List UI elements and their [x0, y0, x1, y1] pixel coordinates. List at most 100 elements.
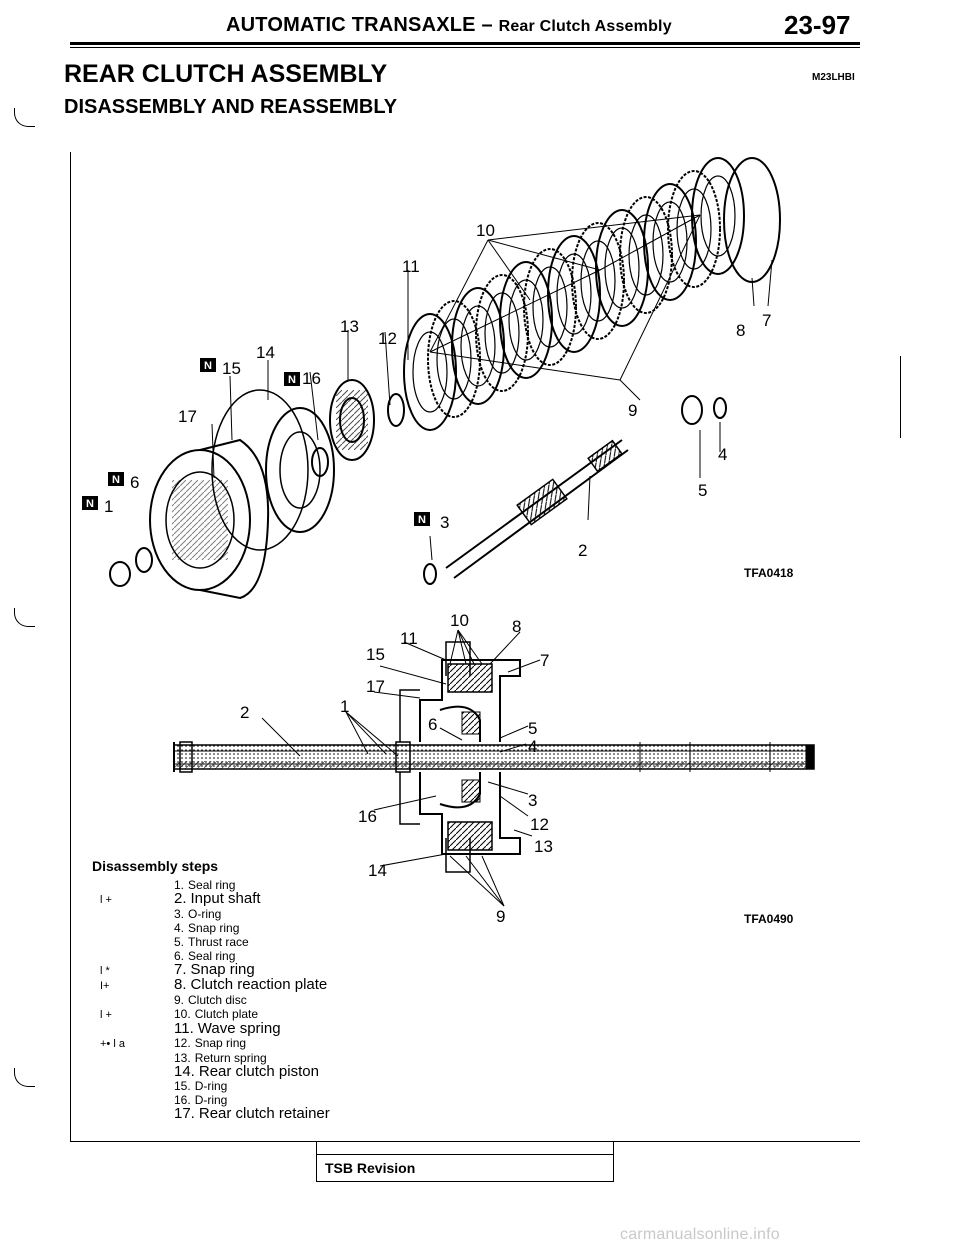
callout-label: 14 — [368, 861, 387, 880]
step-text: Snap ring — [194, 1036, 247, 1050]
page-number: 23-97 — [784, 10, 851, 40]
step-text: Seal ring — [188, 878, 236, 892]
clutch-disc — [547, 235, 601, 353]
footer-watermark: carmanualsonline.info — [620, 1226, 780, 1243]
step-mark: l + — [100, 1009, 112, 1021]
step-number: 10. — [174, 1007, 191, 1021]
clutch-disc — [403, 313, 457, 431]
step-text: Return spring — [194, 1051, 267, 1065]
step-item: 6.Seal ring — [100, 949, 330, 963]
figure-code-exploded: TFA0418 — [744, 566, 794, 580]
callout-label: 6 — [130, 473, 139, 492]
step-item: 5.Thrust race — [100, 935, 330, 949]
callout-label: 17 — [178, 407, 197, 426]
callout-label: 2 — [578, 541, 587, 560]
step-item: 4.Snap ring — [100, 921, 330, 935]
step-number: 8. — [174, 976, 187, 993]
step-text: Snap ring — [190, 961, 255, 978]
section-code: M23LHBI — [812, 72, 855, 83]
callout-label: 1 — [340, 697, 349, 716]
section-title: REAR CLUTCH ASSEMBLY — [64, 60, 388, 88]
step-number: 2. — [174, 890, 187, 907]
cross-section-diagram — [173, 629, 815, 907]
step-number: 1. — [174, 878, 185, 892]
badge-letter: N — [112, 474, 120, 486]
step-text: Seal ring — [188, 949, 236, 963]
callout-label: 8 — [736, 321, 745, 340]
step-item: 17.Rear clutch retainer — [100, 1105, 330, 1122]
badge-letter: N — [418, 514, 426, 526]
step-text: Input shaft — [190, 890, 261, 907]
callout-label: 1 — [104, 497, 113, 516]
callout-label: 13 — [534, 837, 553, 856]
binder-mark — [14, 108, 35, 127]
step-number: 6. — [174, 949, 185, 963]
step-item: l + 10.Clutch plate — [100, 1007, 330, 1022]
step-number: 4. — [174, 921, 185, 935]
step-item: 11.Wave spring — [100, 1020, 330, 1037]
callout-label: 4 — [718, 445, 727, 464]
callout-label: 15 — [222, 359, 241, 378]
disc-inner-edge — [580, 240, 616, 322]
step-number: 14. — [174, 1063, 195, 1080]
binder-mark — [14, 608, 35, 627]
callout-label: 3 — [440, 513, 449, 532]
header-title-sub: Rear Clutch Assembly — [498, 18, 672, 35]
step-text: O-ring — [188, 907, 222, 921]
disc-inner-edge — [628, 214, 664, 296]
callout-label: 2 — [240, 703, 249, 722]
step-number: 11. — [174, 1020, 194, 1037]
callout-label: 6 — [428, 715, 437, 734]
step-item: l +2.Input shaft — [100, 890, 330, 907]
disc-inner-edge — [460, 305, 496, 387]
clutch-disc — [451, 287, 505, 405]
callout-label: 7 — [762, 311, 771, 330]
callout-label: 7 — [540, 651, 549, 670]
clutch-plate — [667, 170, 721, 288]
step-item: 16.D-ring — [100, 1093, 330, 1107]
figure-code-section: TFA0490 — [744, 912, 794, 926]
step-text: Clutch disc — [188, 993, 247, 1007]
disc-inner-edge — [676, 188, 712, 270]
callout-label: 10 — [476, 221, 495, 240]
tsb-revision-box: TSB Revision — [316, 1141, 614, 1182]
callout-label: 11 — [400, 629, 418, 648]
callout-label: 13 — [340, 317, 359, 336]
footer-rule — [70, 1141, 860, 1142]
callout-label: 9 — [628, 401, 637, 420]
header-title-sep: – — [475, 14, 499, 36]
step-text: Rear clutch retainer — [198, 1105, 330, 1122]
callout-label: 16 — [302, 369, 321, 388]
step-mark: I+ — [100, 980, 110, 992]
callout-label: 17 — [366, 677, 385, 696]
step-item: 9.Clutch disc — [100, 993, 330, 1007]
step-text: D-ring — [194, 1079, 228, 1093]
step-number: 5. — [174, 935, 185, 949]
disc-inner-edge — [436, 318, 472, 400]
clutch-disc — [595, 209, 649, 327]
callout-label: 16 — [358, 807, 377, 826]
tsb-revision-label: TSB Revision — [325, 1160, 416, 1176]
new-part-badge: N — [200, 358, 216, 372]
new-part-badge: N — [108, 472, 124, 486]
clutch-plate — [571, 222, 625, 340]
callout-label: 15 — [366, 645, 385, 664]
clutch-plate — [475, 274, 529, 392]
badge-letter: N — [86, 498, 94, 510]
clutch-plate — [619, 196, 673, 314]
step-item: l *7.Snap ring — [100, 961, 330, 978]
section-subtitle: DISASSEMBLY AND REASSEMBLY — [64, 96, 398, 118]
step-number: 7. — [174, 961, 187, 978]
callout-label: 9 — [496, 907, 505, 926]
step-text: Rear clutch piston — [198, 1063, 319, 1080]
step-number: 12. — [174, 1036, 191, 1050]
step-text: Clutch plate — [194, 1007, 259, 1021]
callout-label: 8 — [512, 617, 521, 636]
disc-inner-edge — [604, 227, 640, 309]
step-text: D-ring — [194, 1093, 228, 1107]
